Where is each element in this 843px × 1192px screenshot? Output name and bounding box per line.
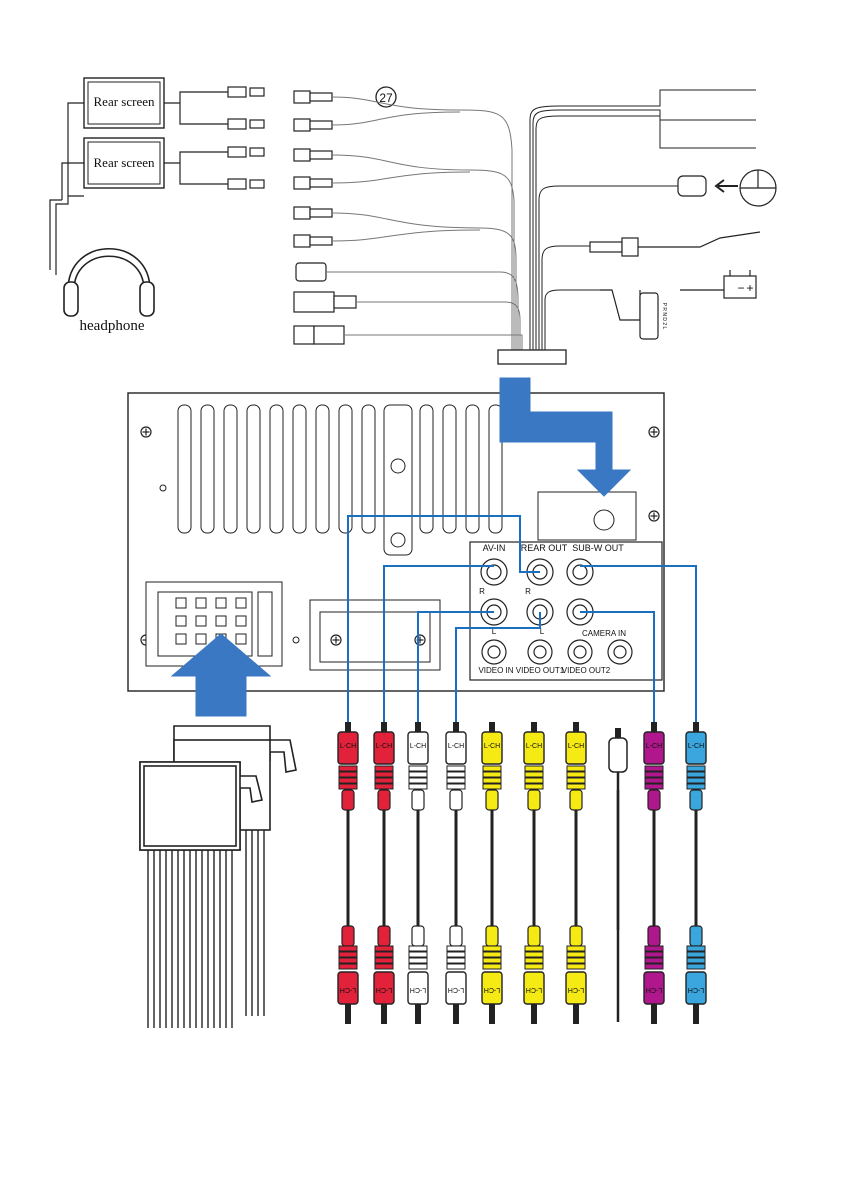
rca-cable-3-top-label: L-CH xyxy=(410,743,426,750)
rca-cable-3-bottom-label: L-CH xyxy=(410,986,426,993)
iso-harness-connector xyxy=(140,726,296,850)
rca-cables: L-CHL-CHL-CHL-CHL-CHL-CHL-CHL-CHL-CHL-CH… xyxy=(338,722,706,1024)
sub-w-out-label: SUB-W OUT xyxy=(572,543,624,553)
rca-cable-7: L-CH L-CH xyxy=(566,722,586,1024)
harness-connectors-left xyxy=(294,91,356,344)
rca-cable-10-top-label: L-CH xyxy=(688,743,704,750)
rca-cable-9-bottom-label: L-CH xyxy=(646,986,662,993)
rear-out-label: REAR OUT xyxy=(521,543,568,553)
rca-cable-2-top-label: L-CH xyxy=(376,743,392,750)
rca-cable-9-top-label: L-CH xyxy=(646,743,662,750)
rca-cable-6-top-label: L-CH xyxy=(526,743,542,750)
r-mark-rear: R xyxy=(525,587,531,596)
rear-screen-2-label: Rear screen xyxy=(94,155,155,170)
rca-cable-4-bottom-label: L-CH xyxy=(448,986,464,993)
rca-cable-1-bottom-label: L-CH xyxy=(340,986,356,993)
rca-cable-5-bottom-label: L-CH xyxy=(484,986,500,993)
rca-cable-6-bottom-label: L-CH xyxy=(526,986,542,993)
rca-cable-10-bottom-label: L-CH xyxy=(688,986,704,993)
rca-cable-2-bottom-label: L-CH xyxy=(376,986,392,993)
rca-cable-5-top-label: L-CH xyxy=(484,743,500,750)
av-in-label: AV-IN xyxy=(483,543,506,553)
headphone-label: headphone xyxy=(80,318,145,334)
iso-harness-wires xyxy=(148,830,264,1028)
harness-wires-left xyxy=(326,97,522,350)
rca-cable-2: L-CH L-CH xyxy=(374,722,394,1024)
rear-screen-1-label: Rear screen xyxy=(94,94,155,109)
harness-plug xyxy=(498,350,566,364)
video-out1-label: VIDEO OUT1 xyxy=(516,666,565,675)
rca-cable-7-top-label: L-CH xyxy=(568,743,584,750)
rca-cable-4: L-CH L-CH xyxy=(446,722,466,1024)
rear-screen-2: Rear screen xyxy=(84,138,164,188)
headphone-icon xyxy=(64,249,154,316)
battery-plus: + xyxy=(746,281,753,295)
battery-minus: − xyxy=(737,281,744,295)
video-out2-label: VIDEO OUT2 xyxy=(562,666,611,675)
r-mark-av: R xyxy=(479,587,485,596)
accessory-connectors xyxy=(590,170,776,339)
small-plugs xyxy=(228,87,264,189)
rear-screen-1: Rear screen xyxy=(84,78,164,128)
rca-cable-8 xyxy=(609,728,627,1022)
rca-cable-9: L-CH L-CH xyxy=(644,722,664,1024)
rca-cable-6: L-CH L-CH xyxy=(524,722,544,1024)
rca-cable-1: L-CH L-CH xyxy=(338,722,358,1024)
rca-cable-4-top-label: L-CH xyxy=(448,743,464,750)
rca-cable-10: L-CH L-CH xyxy=(686,722,706,1024)
video-in-label: VIDEO IN xyxy=(478,666,513,675)
rca-cable-7-bottom-label: L-CH xyxy=(568,986,584,993)
rca-cable-1-top-label: L-CH xyxy=(340,743,356,750)
camera-in-label: CAMERA IN xyxy=(582,629,626,638)
gear-letters: P R N D 2 L xyxy=(661,303,667,330)
rca-cable-3: L-CH L-CH xyxy=(408,722,428,1024)
rca-cable-5: L-CH L-CH xyxy=(482,722,502,1024)
